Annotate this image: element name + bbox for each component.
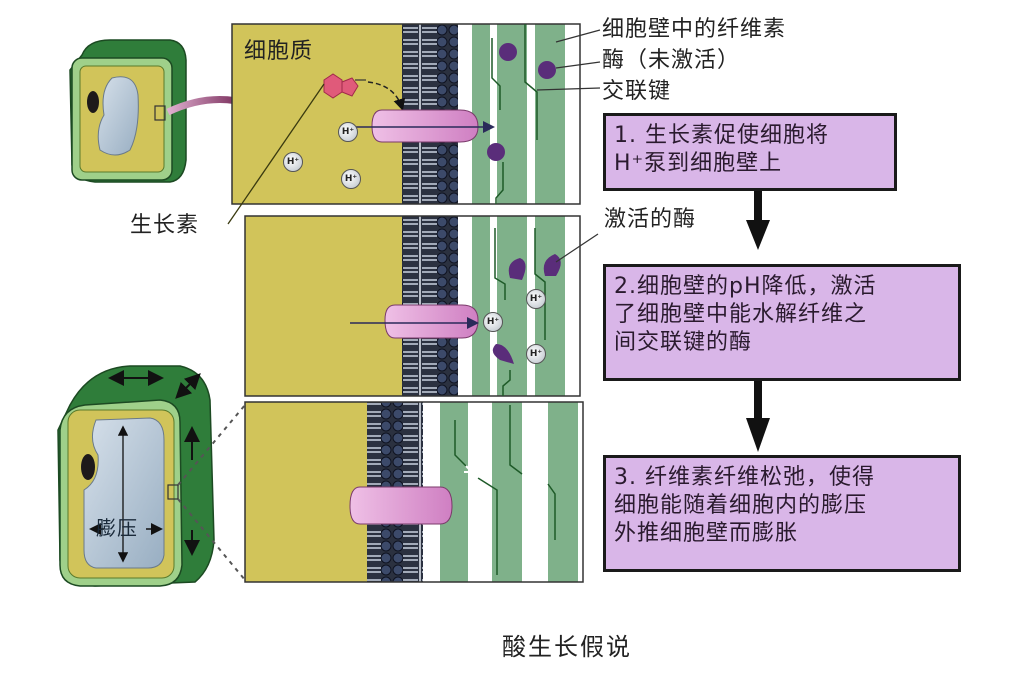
nucleus <box>87 91 99 113</box>
label-auxin: 生长素 <box>130 213 200 238</box>
auxin-leader <box>227 83 325 225</box>
crosslinks-2 <box>494 228 546 396</box>
proton-ion: H⁺ <box>526 344 546 364</box>
broken-bonds <box>464 464 543 569</box>
label-cellulose: 细胞壁中的纤维素 <box>602 17 787 42</box>
proton-ion: H⁺ <box>283 152 303 172</box>
label-crosslink: 交联键 <box>602 79 672 104</box>
figure-caption: 酸生长假说 <box>502 633 632 661</box>
step-box-3: 3. 纤维素纤维松弛，使得 细胞能随着细胞内的膨压 外推细胞壁而膨胀 <box>603 455 961 572</box>
proton-pump-3 <box>349 486 453 525</box>
proton-pump-1 <box>340 109 495 143</box>
step-1-line-1: 1. 生长素促使细胞将 <box>614 123 829 148</box>
proton-ion: H⁺ <box>338 122 358 142</box>
zoom-marker-large <box>167 484 179 500</box>
proton-pump-2 <box>350 304 479 339</box>
large-plant-cell <box>57 365 215 587</box>
label-turgor: 膨压 <box>96 516 138 540</box>
crosslinks-3 <box>454 405 556 575</box>
step-3-line-2: 细胞能随着细胞内的膨压 <box>614 493 868 518</box>
zoom-marker <box>154 105 166 121</box>
large-nucleus <box>81 454 95 480</box>
step-3-line-1: 3. 纤维素纤维松弛，使得 <box>614 465 875 490</box>
flow-arrow-2 <box>746 381 770 452</box>
small-plant-cell <box>69 39 187 183</box>
enzymes-active <box>492 254 561 364</box>
step-2-line-2: 了细胞壁中能水解纤维之 <box>614 302 868 327</box>
flow-arrow-1 <box>746 188 770 250</box>
label-cytoplasm: 细胞质 <box>244 39 314 64</box>
step-1-line-2: H⁺泵到细胞壁上 <box>614 151 783 176</box>
proton-ion: H⁺ <box>483 312 503 332</box>
label-enzyme-inactive: 酶（未激活） <box>602 48 741 73</box>
step-2-line-1: 2.细胞壁的pH降低，激活 <box>614 274 877 299</box>
vacuole <box>97 76 139 156</box>
panel-3 <box>244 401 584 583</box>
large-vacuole <box>83 417 165 569</box>
step-3-line-3: 外推细胞壁而膨胀 <box>614 521 799 546</box>
step-2-line-3: 间交联键的酶 <box>614 330 753 355</box>
auxin-molecule <box>323 73 366 99</box>
proton-ion: H⁺ <box>526 289 546 309</box>
step-box-1: 1. 生长素促使细胞将 H⁺泵到细胞壁上 <box>603 113 897 191</box>
proton-ion: H⁺ <box>341 169 361 189</box>
enzymes-inactive <box>487 43 556 161</box>
label-enzyme-active: 激活的酶 <box>604 207 697 232</box>
step-box-2: 2.细胞壁的pH降低，激活 了细胞壁中能水解纤维之 间交联键的酶 <box>603 264 961 381</box>
crosslinks-1 <box>491 24 538 204</box>
